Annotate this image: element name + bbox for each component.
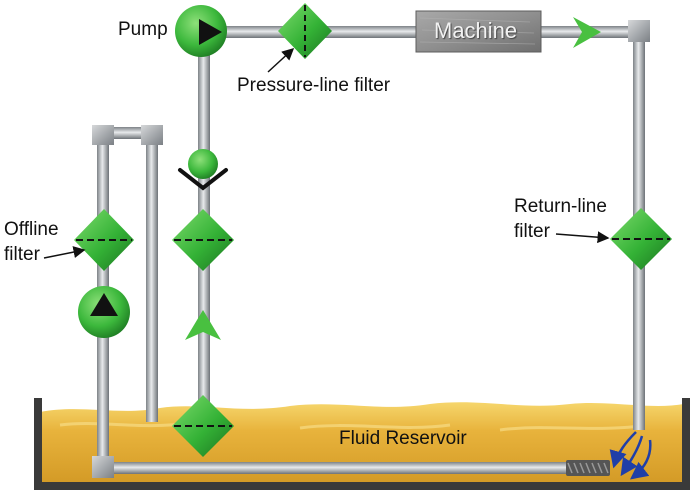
machine-block <box>415 10 542 53</box>
pump-arrow-icon <box>199 19 222 45</box>
offline-filter <box>74 209 134 271</box>
return-line-filter <box>610 208 672 270</box>
suction-line-filter <box>172 209 234 271</box>
return-line-filter-label-line1: Return-line <box>514 196 607 217</box>
offline-pump-arrow-icon <box>90 293 118 316</box>
return-filter-pointer <box>555 231 610 244</box>
pipe-joint <box>141 125 163 145</box>
return-line-filter-label-line2: filter <box>514 221 550 242</box>
offline-filter-label-line1: Offline <box>4 219 59 240</box>
pump-label: Pump <box>118 19 168 40</box>
return-flow-arrows <box>609 431 652 480</box>
return-diffuser-screen <box>566 460 610 476</box>
machine-label: Machine <box>434 18 518 43</box>
flow-arrow-icon <box>573 17 601 48</box>
fluid-reservoir-label: Fluid Reservoir <box>339 428 467 449</box>
offline-filter-label-line2: filter <box>4 244 40 265</box>
pipe-joint <box>628 20 650 42</box>
pressure-line-filter <box>278 3 332 59</box>
pressure-filter-pointer <box>267 47 295 73</box>
offline-filter-pointer <box>43 246 86 259</box>
suction-strainer <box>172 395 234 457</box>
check-valve <box>178 149 228 191</box>
offline-pump <box>78 286 130 338</box>
pressure-line-filter-label: Pressure-line filter <box>237 75 391 96</box>
main-pump <box>175 5 227 57</box>
pipe-joint <box>92 456 114 478</box>
pipe-joint <box>92 125 114 145</box>
flow-arrow-up-icon <box>185 310 221 340</box>
